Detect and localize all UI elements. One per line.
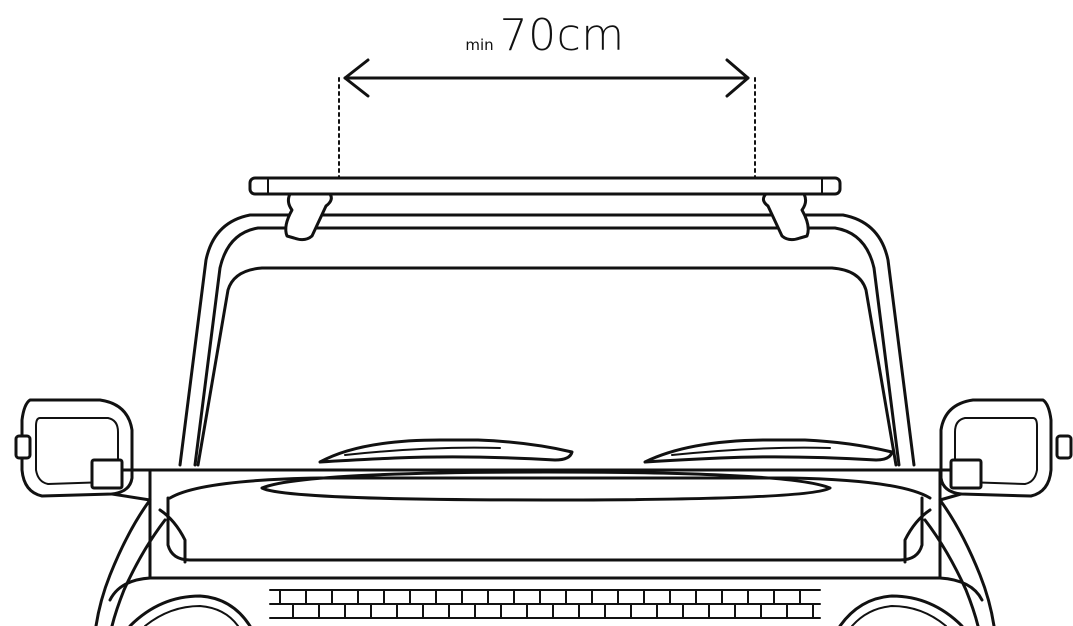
dimension-prefix: min — [465, 36, 494, 54]
hood — [148, 468, 942, 580]
windshield — [196, 266, 898, 467]
wipers — [318, 438, 894, 464]
right-mirror — [938, 398, 1073, 502]
car-roof — [178, 213, 916, 467]
fenders — [94, 498, 996, 626]
headlights — [128, 594, 964, 626]
grille-slots — [279, 589, 814, 619]
dimension-value: 70cm — [499, 10, 625, 61]
grille — [108, 576, 984, 619]
left-mirror — [14, 398, 152, 502]
roof-rack — [248, 176, 842, 242]
dimension-arrow-icon — [343, 58, 750, 98]
extension-lines — [338, 77, 756, 181]
